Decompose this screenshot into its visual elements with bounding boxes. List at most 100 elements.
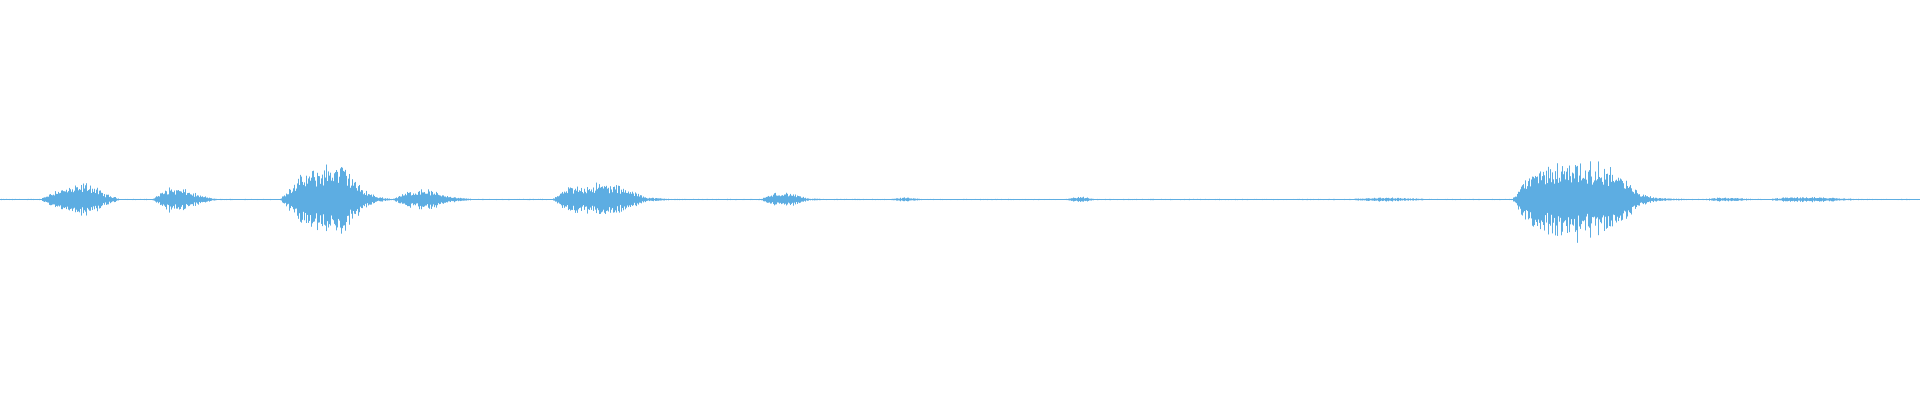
waveform-sample (1319, 199, 1320, 201)
waveform-sample (1891, 199, 1892, 200)
waveform-sample (1303, 198, 1304, 201)
waveform-sample (1690, 199, 1691, 200)
waveform-sample (987, 198, 988, 201)
waveform-sample (184, 192, 185, 210)
waveform-sample (1017, 199, 1018, 200)
waveform-sample (379, 197, 380, 202)
waveform-sample (1148, 198, 1149, 201)
waveform-sample (1269, 199, 1270, 200)
waveform-sample (860, 199, 861, 201)
waveform-sample (1370, 198, 1371, 201)
waveform-sample (906, 198, 907, 201)
waveform-sample (1751, 199, 1752, 200)
waveform-sample (1771, 199, 1772, 200)
waveform-sample (1341, 199, 1342, 200)
waveform-sample (1010, 198, 1011, 201)
waveform-sample (1674, 198, 1675, 201)
waveform-sample (1649, 197, 1650, 202)
waveform-sample (203, 197, 204, 202)
waveform-sample (383, 198, 384, 201)
waveform-sample (1278, 199, 1279, 201)
waveform-sample (1276, 199, 1277, 200)
waveform-sample (1599, 176, 1600, 220)
waveform-sample (1580, 163, 1581, 229)
waveform-sample (1567, 168, 1568, 233)
waveform-sample (386, 198, 387, 201)
waveform-sample (332, 177, 333, 220)
waveform-sample (966, 198, 967, 201)
waveform-sample (1373, 198, 1374, 201)
waveform-sample (625, 190, 626, 210)
waveform-sample (1171, 199, 1172, 201)
waveform-sample (1563, 174, 1564, 223)
waveform-sample (1442, 199, 1443, 200)
waveform-sample (1099, 198, 1100, 201)
waveform-sample (1802, 197, 1803, 203)
waveform-sample (983, 198, 984, 201)
waveform-sample (1637, 193, 1638, 206)
waveform-sample (797, 195, 798, 204)
waveform-sample (469, 198, 470, 200)
waveform-sample (1641, 196, 1642, 203)
waveform-sample (1427, 199, 1428, 200)
waveform-sample (52, 195, 53, 205)
waveform-sample (973, 199, 974, 200)
waveform-sample (1615, 180, 1616, 221)
waveform-sample (715, 199, 716, 200)
waveform-sample (779, 195, 780, 204)
waveform-sample (294, 184, 295, 213)
waveform-sample (681, 199, 682, 200)
waveform-sample (447, 196, 448, 203)
waveform-sample (800, 196, 801, 203)
waveform-sample (146, 198, 147, 201)
waveform-sample (185, 189, 186, 209)
waveform-sample (396, 197, 397, 202)
waveform-sample (1326, 199, 1327, 200)
waveform-sample (62, 190, 63, 210)
waveform-sample (44, 197, 45, 202)
waveform-sample (1430, 199, 1431, 200)
waveform-sample (520, 199, 521, 200)
waveform-sample (1138, 199, 1139, 200)
waveform-sample (539, 199, 540, 200)
waveform-sample (1648, 197, 1649, 203)
waveform-sample (1647, 196, 1648, 203)
waveform-sample (685, 198, 686, 201)
waveform-sample (1113, 198, 1114, 200)
waveform-sample (883, 199, 884, 200)
waveform-sample (1286, 198, 1287, 201)
waveform-sample (907, 197, 908, 202)
waveform-sample (325, 177, 326, 226)
waveform-sample (1916, 199, 1917, 200)
waveform-sample (1582, 178, 1583, 221)
waveform-sample (1256, 198, 1257, 201)
waveform-sample (103, 196, 104, 204)
waveform-sample (470, 198, 471, 201)
waveform-sample (1422, 198, 1423, 201)
waveform-sample (1447, 198, 1448, 201)
waveform-sample (1025, 198, 1026, 201)
waveform-sample (858, 198, 859, 200)
waveform-sample (1213, 199, 1214, 200)
waveform-sample (542, 198, 543, 201)
waveform-sample (1593, 182, 1594, 218)
waveform-sample (348, 178, 349, 216)
waveform-sample (925, 199, 926, 200)
waveform-sample (1176, 199, 1177, 200)
waveform-sample (157, 196, 158, 202)
waveform-sample (809, 198, 810, 201)
waveform-sample (522, 199, 523, 200)
waveform-sample (648, 198, 649, 201)
waveform-sample (1431, 198, 1432, 200)
waveform-sample (1329, 198, 1330, 200)
waveform-sample (1881, 198, 1882, 201)
waveform-sample (844, 198, 845, 201)
waveform-sample (846, 198, 847, 200)
waveform-sample (17, 199, 18, 200)
waveform-sample (640, 195, 641, 203)
waveform-sample (1259, 199, 1260, 200)
waveform-sample (1604, 168, 1605, 231)
waveform-sample (1283, 198, 1284, 201)
waveform-sample (594, 192, 595, 207)
waveform-sample (377, 197, 378, 202)
